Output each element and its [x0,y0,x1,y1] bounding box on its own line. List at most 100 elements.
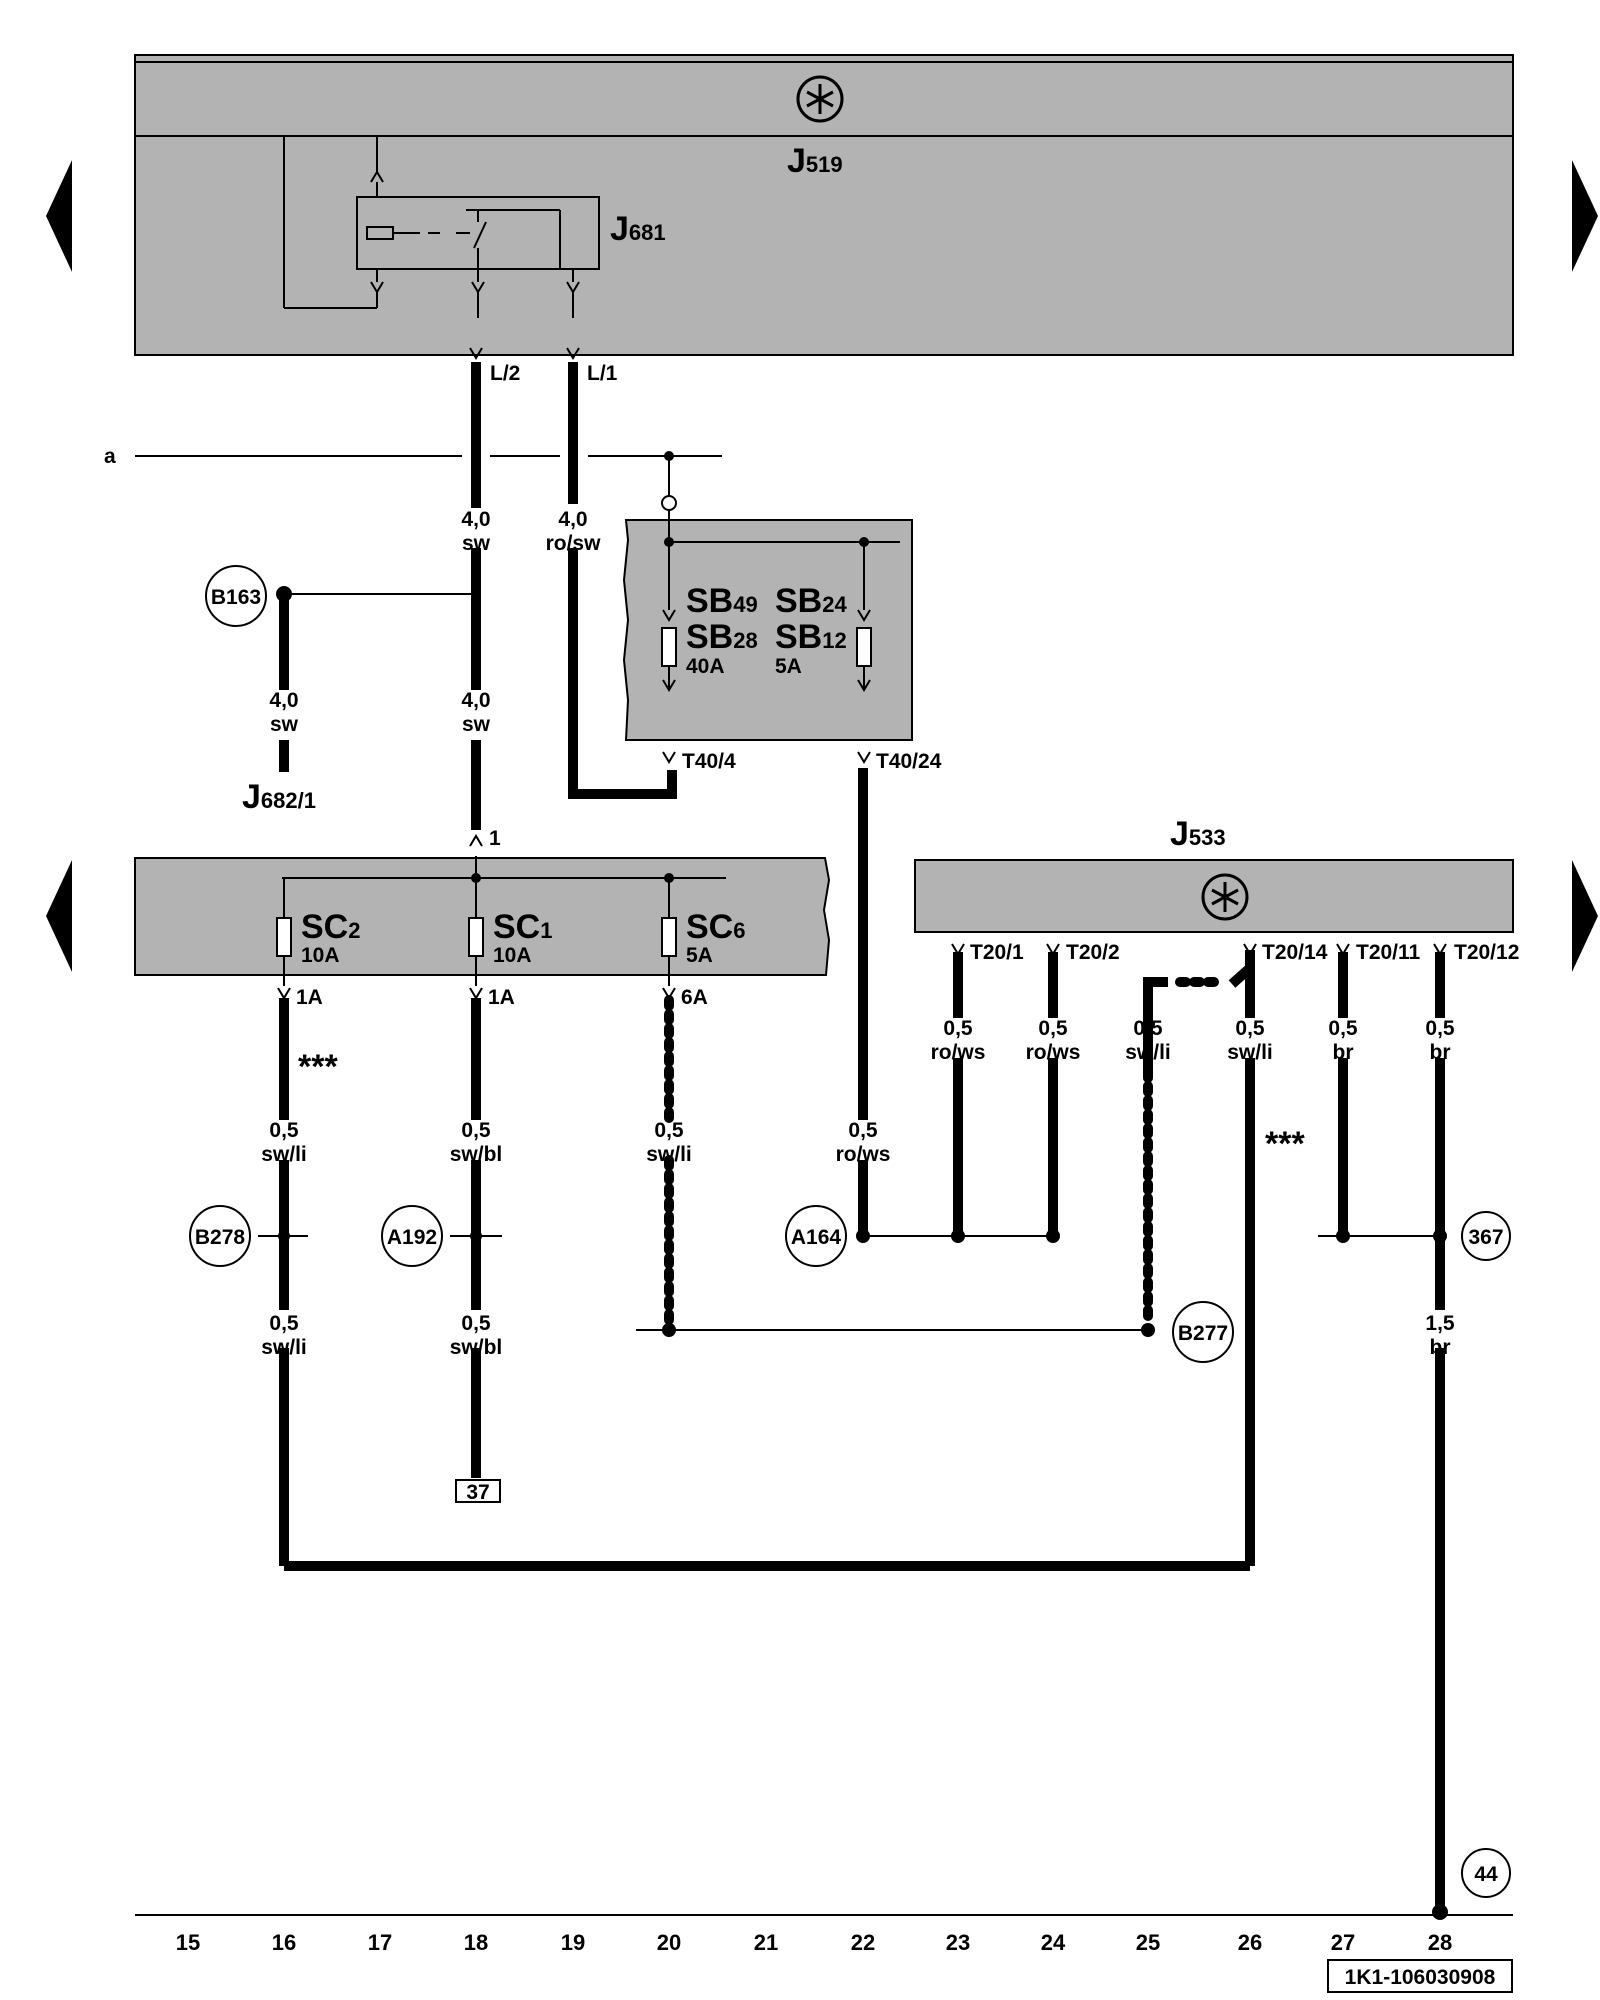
wire-color: sw/li [261,1143,307,1166]
wire-color: br [1430,1336,1451,1359]
j519-internal-wiring [283,136,580,318]
connector-a164[interactable]: A164 [785,1205,847,1267]
page-next-arrow-bottom-icon[interactable] [1572,860,1598,972]
processor-symbol-icon [796,75,844,123]
page-prev-arrow-bottom-icon[interactable] [46,860,72,972]
wire-color: br [1430,1041,1451,1064]
line-a-label: a [104,445,116,468]
fuse-sb-right [856,627,872,667]
junction-dots [276,451,1448,1920]
connector-367[interactable]: 367 [1461,1211,1511,1261]
svg-text:B277: B277 [1178,1322,1228,1345]
rating-sb-right: 5A [775,655,802,678]
svg-text:B278: B278 [195,1226,246,1249]
fuse-sc1 [468,917,484,957]
wires-thick [279,362,1445,1910]
column-number: 20 [657,1930,681,1955]
svg-text:A192: A192 [387,1226,437,1249]
pin-l1: L/1 [587,362,618,385]
pin-t20-11: T20/11 [1356,941,1421,964]
fuse-sc6 [661,917,677,957]
pin-t20-12: T20/12 [1454,941,1519,964]
wire-color: ro/ws [1026,1041,1081,1064]
wire-color: sw [270,713,299,736]
fuse-symbols [276,627,872,957]
column-number: 26 [1238,1930,1262,1955]
wire-color: sw/li [261,1336,307,1359]
fuse-sb-left [661,627,677,667]
column-number: 28 [1428,1930,1452,1955]
wire-color: ro/sw [546,532,602,555]
wire-size: 0,5 [461,1312,491,1335]
svg-text:1K1-106030908: 1K1-106030908 [1345,1966,1496,1989]
wire-color: sw/li [646,1143,692,1166]
column-number: 22 [851,1930,875,1955]
asterisk-note-right: *** [1265,1125,1305,1163]
wire-color: ro/ws [836,1143,891,1166]
wire-color: sw/bl [450,1336,503,1359]
pin-t20-2: T20/2 [1066,941,1120,964]
pin-open-circle [661,495,677,511]
svg-text:37: 37 [466,1481,489,1504]
pin-1a-left: 1A [296,986,323,1009]
ref-box-37[interactable]: 37 [455,1479,501,1504]
wire-size: 0,5 [269,1312,299,1335]
svg-text:A164: A164 [791,1226,842,1249]
label-j533: J533 [1170,815,1226,853]
rating-sb-left: 40A [686,655,725,678]
pin-t20-14: T20/14 [1262,941,1328,964]
wire-color: sw/li [1227,1041,1273,1064]
fuse-sc2 [276,917,292,957]
label-j519: J519 [787,142,843,180]
column-number: 17 [368,1930,392,1955]
column-number: 16 [272,1930,296,1955]
connector-b163[interactable]: B163 [205,565,267,627]
rating-sc6: 5A [686,944,713,967]
wire-size: 0,5 [1328,1017,1358,1040]
pin-1: 1 [489,827,501,850]
column-numbers: 15 16 17 18 19 20 21 22 23 24 25 26 27 2… [176,1930,1452,1955]
wire-size: 4,0 [558,508,587,531]
page-prev-arrow-top-icon[interactable] [46,160,72,272]
document-id-box: 1K1-106030908 [1327,1959,1513,1993]
wire-color: sw/li [1125,1041,1171,1064]
wire-size: 0,5 [654,1119,684,1142]
asterisk-note-left: *** [298,1048,338,1086]
wire-size: 4,0 [269,689,298,712]
wire-size: 0,5 [269,1119,299,1142]
wire-size: 0,5 [1235,1017,1265,1040]
label-sc6: SC6 [686,908,745,946]
column-number: 27 [1331,1930,1355,1955]
pin-t20-1: T20/1 [970,941,1024,964]
connector-44[interactable]: 44 [1461,1848,1511,1898]
pin-6a: 6A [681,986,708,1009]
connector-b278[interactable]: B278 [189,1205,251,1267]
fuse-block-sc [134,857,831,976]
svg-text:367: 367 [1468,1226,1503,1249]
connector-b277[interactable]: B277 [1172,1301,1234,1363]
wire-color: sw/bl [450,1143,503,1166]
label-j681: J681 [610,210,666,248]
wire-size: 1,5 [1425,1312,1455,1335]
wire-size: 0,5 [1133,1017,1163,1040]
page-next-arrow-top-icon[interactable] [1572,160,1598,272]
rating-sc2: 10A [301,944,340,967]
wire-color: ro/ws [931,1041,986,1064]
label-sb28: SB28 [686,618,758,656]
pin-l2: L/2 [490,362,520,385]
wire-size: 0,5 [1425,1017,1455,1040]
wire-color: br [1333,1041,1354,1064]
column-number: 25 [1136,1930,1160,1955]
pin-t40-24: T40/24 [876,750,942,773]
processor-symbol-j533-icon [1201,873,1249,921]
label-sb49: SB49 [686,582,758,620]
wire-size: 0,5 [943,1017,973,1040]
pin-chevrons [277,347,1447,1000]
label-sc1: SC1 [493,908,552,946]
connector-a192[interactable]: A192 [381,1205,443,1267]
svg-text:B163: B163 [211,586,261,609]
label-sb24: SB24 [775,582,847,620]
rating-sc1: 10A [493,944,532,967]
wire-size: 4,0 [461,689,490,712]
